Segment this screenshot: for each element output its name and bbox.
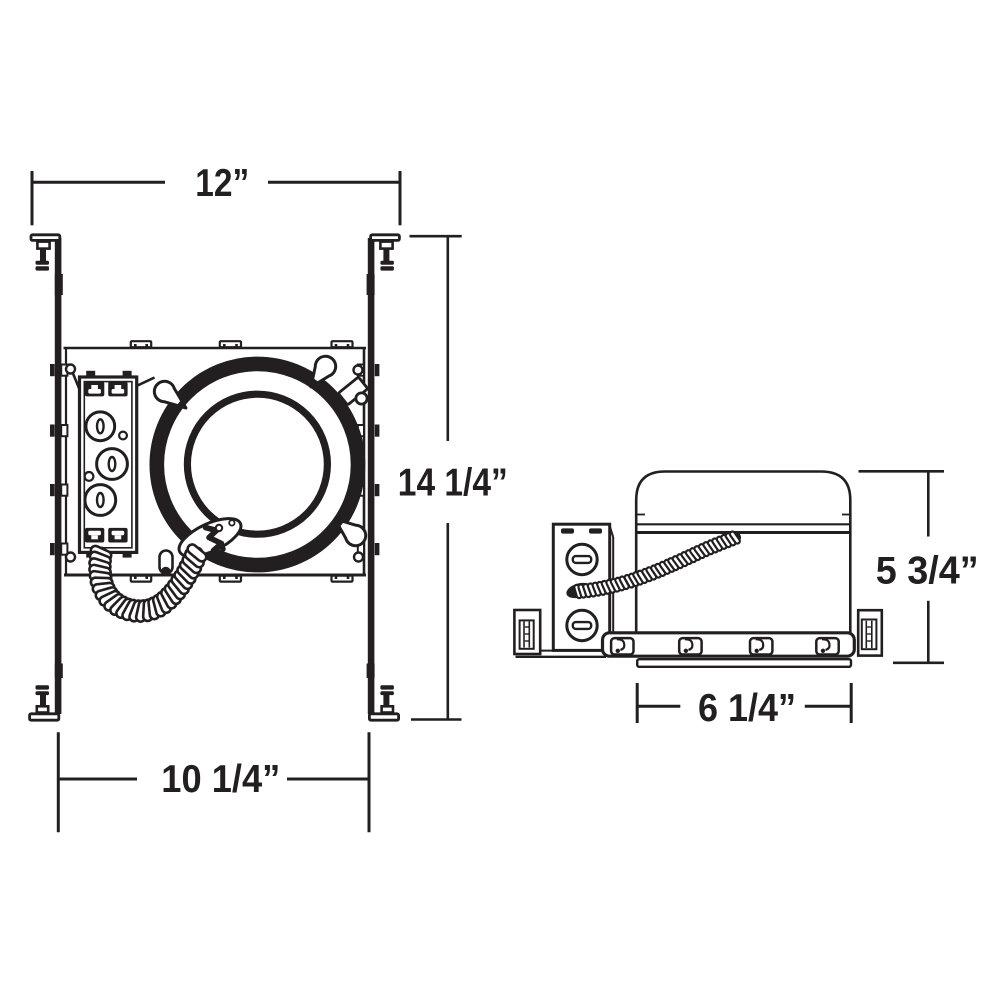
svg-text:14 1/4”: 14 1/4”: [398, 461, 508, 504]
svg-text:12”: 12”: [195, 162, 249, 205]
svg-text:10 1/4”: 10 1/4”: [161, 758, 280, 801]
svg-text:6 1/4”: 6 1/4”: [698, 687, 796, 730]
svg-text:5 3/4”: 5 3/4”: [876, 549, 979, 592]
